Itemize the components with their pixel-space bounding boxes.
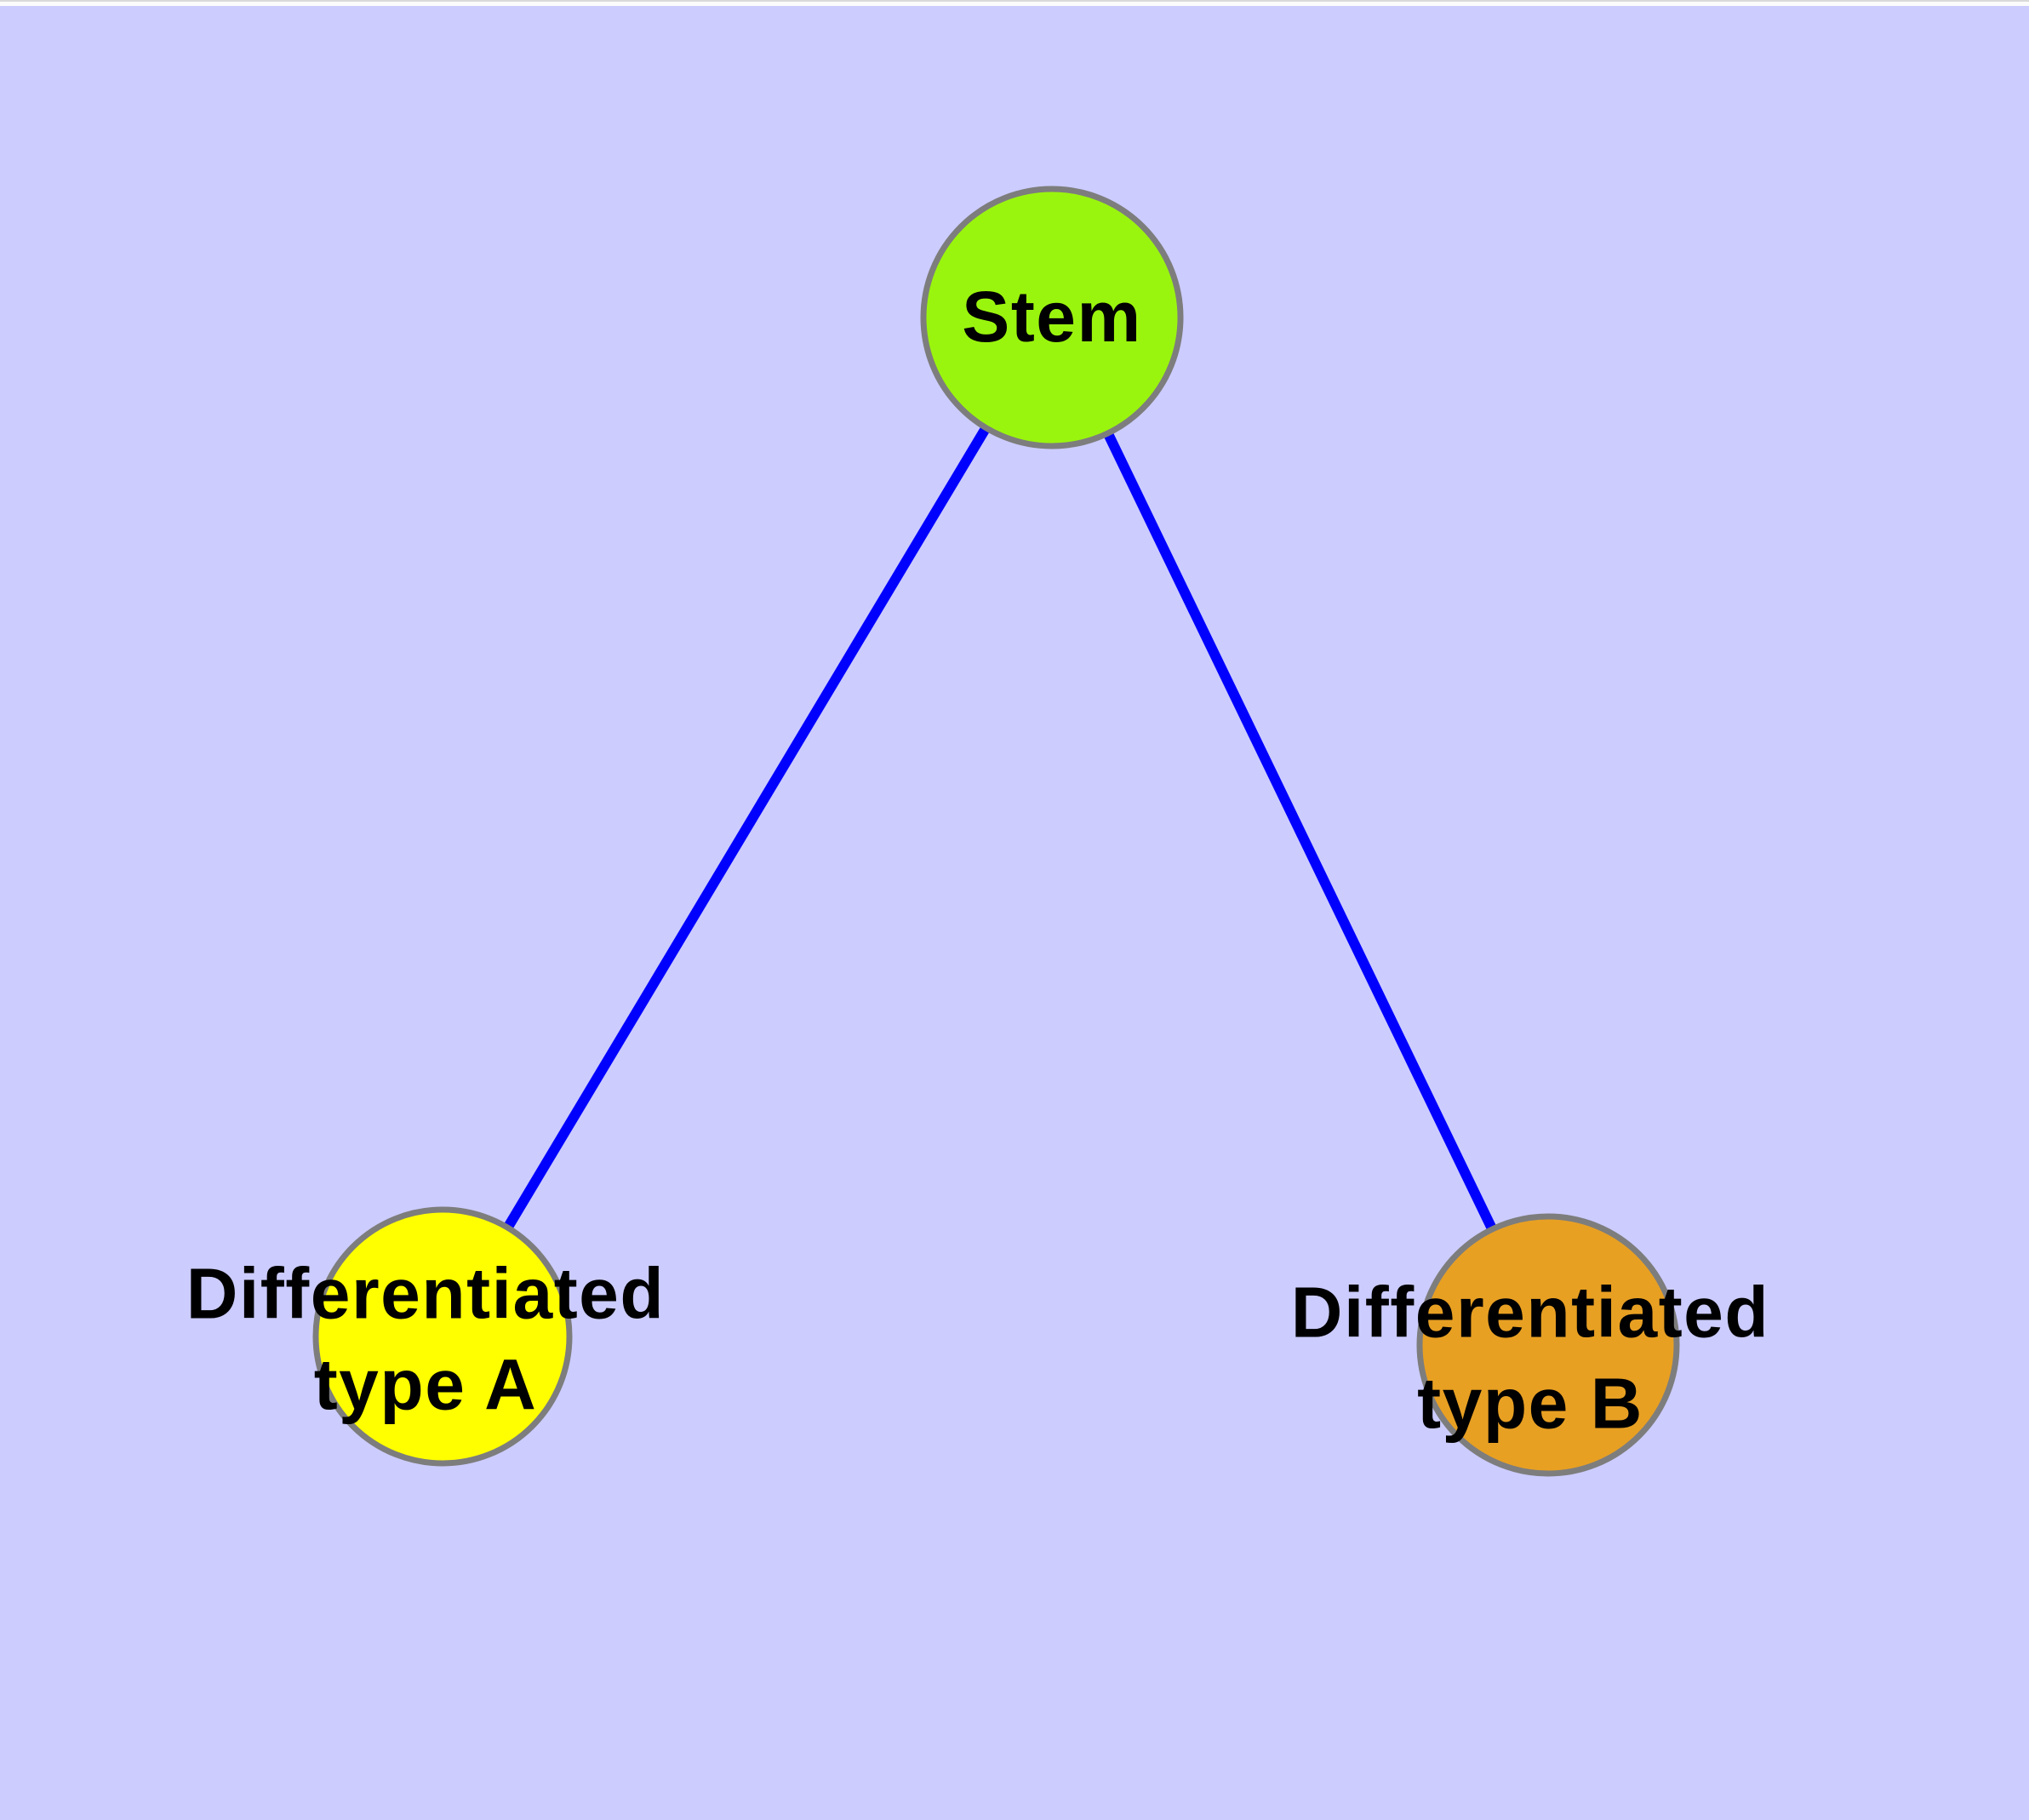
node-stem (920, 186, 1184, 449)
node-label-line: Differentiated (186, 1254, 665, 1334)
edge-stem-to-diff-a (437, 314, 1057, 1340)
edges-layer (437, 314, 1553, 1348)
node-label-line: Stem (962, 277, 1141, 357)
node-label-line: Differentiated (1291, 1273, 1769, 1353)
node-label-line: type B (1417, 1364, 1643, 1444)
nodes-layer (312, 186, 1680, 1477)
node-label-diff-b: Differentiated type B (1291, 1273, 1769, 1444)
node-diff-b (1416, 1213, 1680, 1477)
node-label-line: type A (314, 1345, 538, 1425)
node-label-diff-a: Differentiated type A (186, 1254, 665, 1425)
edge-stem-to-diff-b (1047, 315, 1553, 1348)
node-diff-a (312, 1206, 573, 1467)
window-edge-strip (0, 0, 2029, 6)
node-label-stem: Stem (962, 277, 1141, 357)
